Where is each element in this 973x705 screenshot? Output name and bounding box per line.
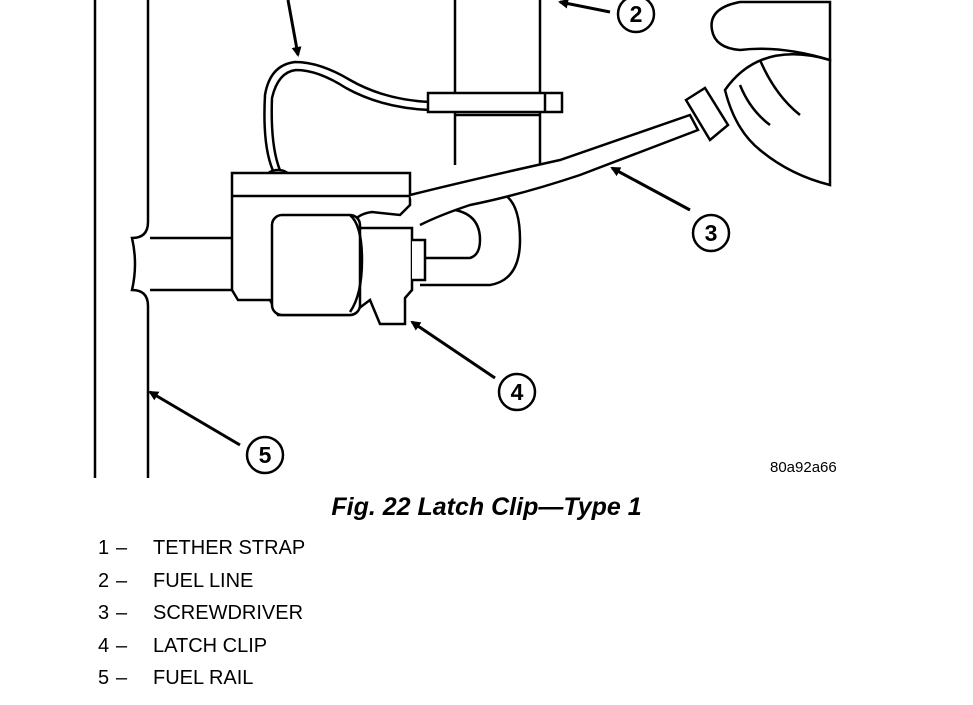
callout-3-label: 3 — [705, 220, 718, 246]
legend-item: 2– FUEL LINE — [98, 565, 305, 598]
figure-caption: Fig. 22 Latch Clip—Type 1 — [331, 493, 642, 521]
legend-separator: – — [116, 569, 128, 592]
legend-item: 3– SCREWDRIVER — [98, 597, 305, 630]
legend-item: 5– FUEL RAIL — [98, 662, 305, 695]
legend-separator: – — [116, 667, 128, 689]
callout-2: 2 — [616, 0, 656, 34]
latch-clip — [230, 171, 427, 326]
hand — [710, 0, 832, 62]
callout-3: 3 — [691, 213, 731, 253]
legend-number: 4 — [98, 634, 110, 657]
legend-label: TETHER STRAP — [153, 537, 306, 559]
image-id: 80a92a66 — [770, 459, 837, 476]
legend-number: 3 — [98, 602, 110, 624]
legend-label: FUEL RAIL — [153, 667, 254, 689]
legend-number: 1 — [98, 537, 110, 559]
legend-number: 5 — [98, 667, 110, 689]
arrow-1 — [286, 0, 302, 57]
legend-number: 2 — [98, 569, 110, 592]
legend-separator: – — [116, 537, 128, 559]
tether-strap — [263, 60, 564, 188]
callout-5: 5 — [245, 435, 285, 475]
legend-separator: – — [116, 634, 128, 657]
legend-label: FUEL LINE — [153, 569, 254, 592]
callout-4: 4 — [497, 372, 537, 412]
arrow-2 — [558, 0, 611, 14]
legend-item: 1– TETHER STRAP — [98, 532, 305, 565]
callout-5-label: 5 — [259, 442, 272, 468]
callout-arrows — [148, 0, 691, 447]
arrow-3 — [610, 166, 691, 212]
latch-clip-diagram: 2 3 4 5 — [93, 0, 832, 478]
arrow-4 — [410, 320, 496, 380]
legend-label: SCREWDRIVER — [153, 602, 304, 624]
screwdriver — [409, 53, 832, 227]
fuel-line — [420, 0, 542, 287]
legend-separator: – — [116, 602, 128, 624]
legend: 1–TETHER STRAP 2–FUEL LINE 3–SCREWDRIVER… — [98, 532, 305, 695]
legend-label: LATCH CLIP — [153, 634, 268, 657]
legend-item: 4– LATCH CLIP — [98, 630, 305, 663]
arrow-5 — [148, 390, 241, 447]
callout-4-label: 4 — [511, 379, 524, 405]
fuel-rail — [93, 0, 238, 478]
callout-2-label: 2 — [630, 1, 643, 27]
